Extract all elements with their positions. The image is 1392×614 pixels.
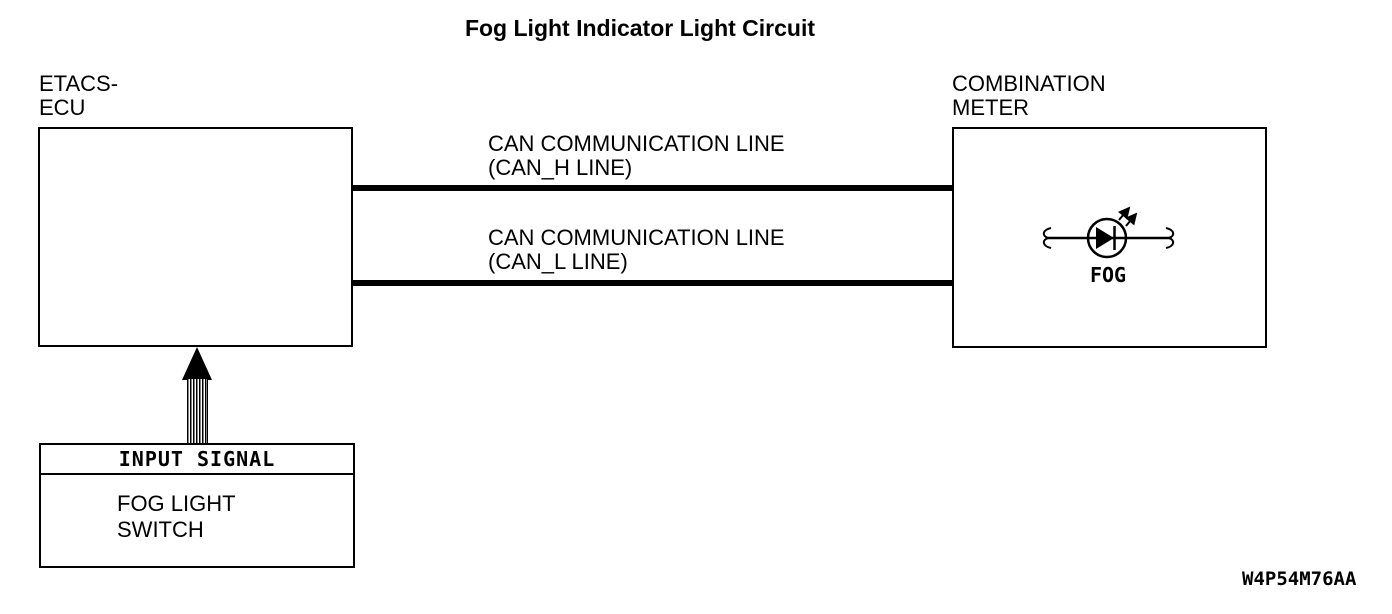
figure-code: W4P54M76AA bbox=[1242, 568, 1357, 590]
etacs-ecu-label: ETACS- ECU bbox=[39, 71, 119, 120]
combination-meter-label: COMBINATION METER bbox=[952, 71, 1106, 120]
can-l-line-label: CAN COMMUNICATION LINE (CAN_L LINE) bbox=[488, 226, 785, 274]
can-l-line-label-line1: CAN COMMUNICATION LINE bbox=[488, 225, 785, 250]
etacs-ecu-box bbox=[38, 127, 353, 347]
page-title: Fog Light Indicator Light Circuit bbox=[464, 15, 816, 41]
can-h-line-wire bbox=[353, 185, 952, 191]
led-circle bbox=[1086, 217, 1128, 259]
led-icon bbox=[1042, 206, 1175, 259]
diode-triangle bbox=[1096, 227, 1114, 249]
led-emission-arrow-icon bbox=[1124, 212, 1138, 227]
can-l-line-wire bbox=[353, 280, 952, 286]
up-arrow-icon bbox=[182, 347, 212, 380]
input-signal-header: INPUT SIGNAL bbox=[41, 445, 353, 475]
can-h-line-label-line2: (CAN_H LINE) bbox=[488, 155, 633, 180]
can-h-line-label: CAN COMMUNICATION LINE (CAN_H LINE) bbox=[488, 132, 785, 180]
input-signal-box: INPUT SIGNAL FOG LIGHT SWITCH bbox=[39, 443, 355, 568]
led-emission-arrow-icon bbox=[1117, 206, 1131, 221]
up-arrow-striped-shaft bbox=[187, 379, 208, 443]
can-h-line-label-line1: CAN COMMUNICATION LINE bbox=[488, 131, 785, 156]
fog-indicator-label: FOG bbox=[1089, 263, 1127, 287]
can-l-line-label-line2: (CAN_L LINE) bbox=[488, 249, 628, 274]
fog-light-switch-label: FOG LIGHT SWITCH bbox=[117, 491, 236, 542]
